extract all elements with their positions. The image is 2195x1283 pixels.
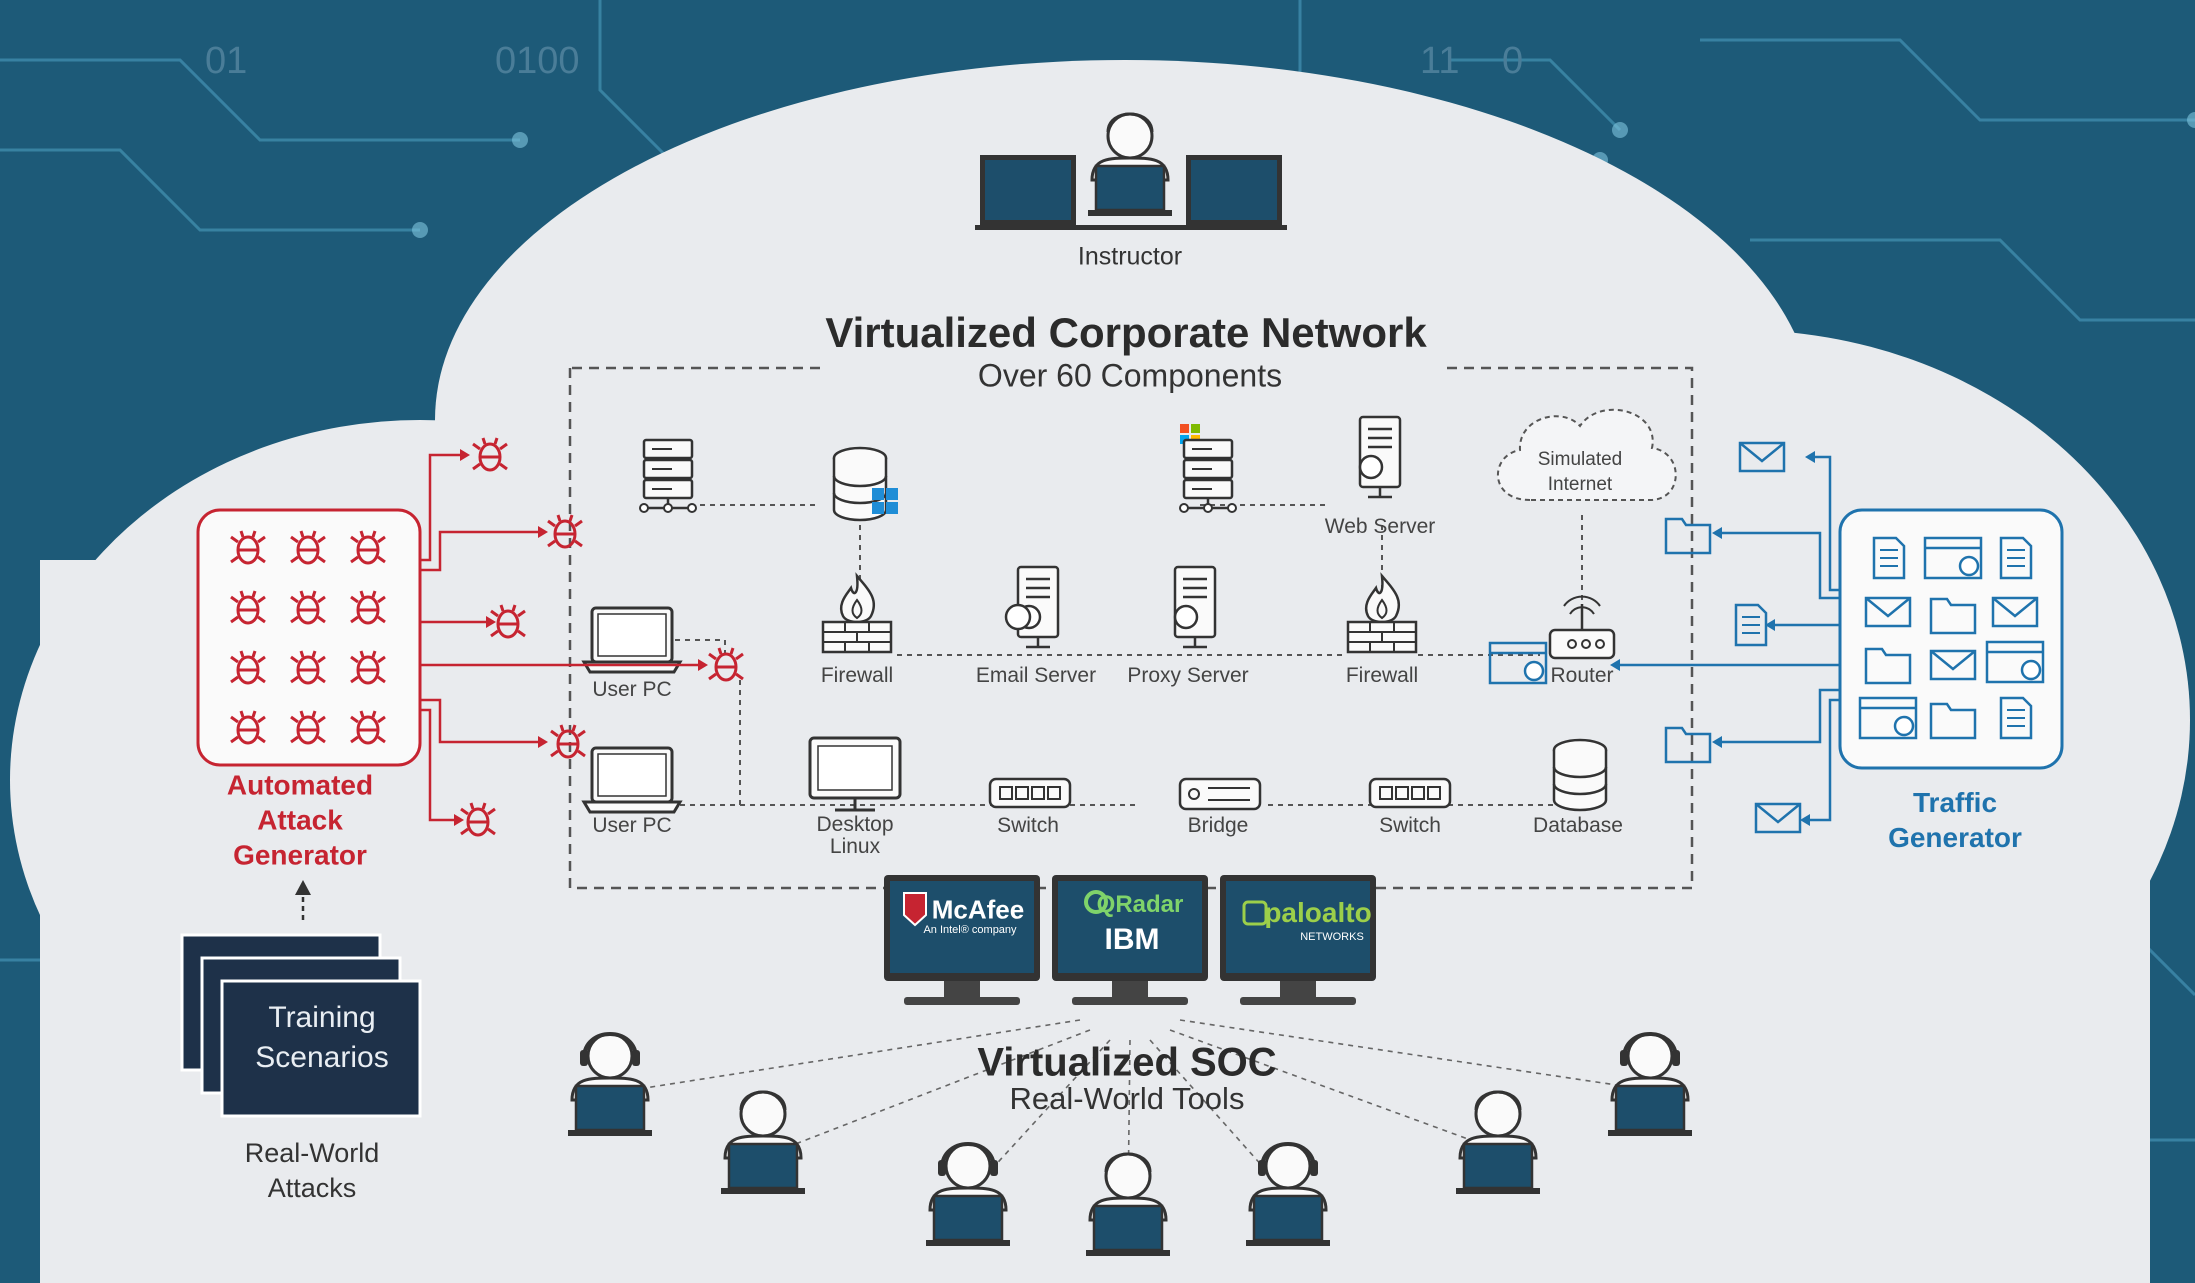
paloalto-logo-text: paloalto: [1264, 897, 1372, 928]
user-pc-label: User PC: [592, 678, 672, 701]
switch-label: Switch: [1379, 814, 1441, 837]
database-icon: [1552, 738, 1608, 812]
mcafee-shield-icon: [903, 892, 927, 927]
attack-arrowheads: [454, 449, 708, 826]
bridge-label: Bridge: [1187, 814, 1249, 837]
attack-arrows: [420, 453, 700, 822]
traffic-generator: [1838, 508, 2064, 770]
traffic-arrowheads: [1610, 451, 1815, 826]
web-server-label: Web Server: [1324, 515, 1436, 538]
binary-text: 0100: [495, 40, 580, 82]
database-label: Database: [1533, 814, 1623, 837]
router-icon: [1548, 595, 1616, 660]
user-pc-label: User PC: [592, 814, 672, 837]
switch-label: Switch: [997, 814, 1059, 837]
microsoft-server-icon: [1178, 424, 1238, 514]
simulated-internet-label: Simulated Internet: [1537, 449, 1623, 495]
switch-icon: [1368, 777, 1452, 809]
email-server-label: Email Server: [975, 664, 1097, 687]
binary-text: 01: [205, 40, 248, 82]
qradar-logo-text: QRadar: [1096, 891, 1184, 918]
router-label: Router: [1550, 664, 1614, 687]
ibm-logo-text: IBM: [1104, 923, 1160, 956]
mcafee-logo-text: McAfee: [931, 894, 1025, 925]
laptop-icon: [582, 746, 682, 814]
switch-icon: [988, 777, 1072, 809]
firewall-label: Firewall: [820, 664, 894, 687]
training-stack: [180, 933, 422, 1118]
real-world-attacks-label: Real-World Attacks: [244, 1138, 380, 1203]
attack-generator: [196, 508, 422, 767]
binary-text: 0: [1502, 40, 1524, 82]
bridge-icon: [1178, 777, 1262, 811]
web-server-icon: [1358, 415, 1402, 499]
email-server-icon: [1004, 565, 1060, 649]
training-scenarios-label: Training Scenarios: [255, 1001, 389, 1074]
cloud-shape: [10, 60, 2190, 1283]
network-boundary: [568, 366, 1694, 890]
training-arrowhead: [295, 880, 311, 895]
paloalto-subtext: NETWORKS: [1300, 931, 1364, 943]
firewall-label: Firewall: [1345, 664, 1419, 687]
network-title: Virtualized Corporate Network: [825, 309, 1427, 356]
qradar-icon: [1084, 890, 1108, 914]
desktop-linux-label: Desktop Linux: [816, 813, 894, 858]
instructor-workstation: [975, 112, 1287, 230]
binary-text: 11: [1420, 40, 1460, 82]
windows-database-icon: [832, 446, 898, 522]
attack-generator-label: Automated Attack Generator: [226, 769, 374, 871]
laptop-icon: [582, 606, 682, 674]
traffic-arrows: [1620, 455, 1840, 822]
instructor-label: Instructor: [1077, 242, 1183, 271]
soc-title: Virtualized SOC: [977, 1040, 1277, 1085]
traffic-generator-label: Traffic Generator: [1888, 787, 2022, 853]
proxy-server-icon: [1173, 565, 1217, 649]
mcafee-subtext: An Intel® company: [923, 924, 1017, 936]
desktop-monitor-icon: [808, 736, 902, 812]
internet-cloud-icon: [1496, 408, 1677, 501]
network-subtitle: Over 60 Components: [977, 357, 1283, 394]
proxy-server-label: Proxy Server: [1127, 664, 1249, 687]
paloalto-icon: [1242, 900, 1268, 926]
soc-subtitle: Real-World Tools: [1009, 1081, 1245, 1116]
